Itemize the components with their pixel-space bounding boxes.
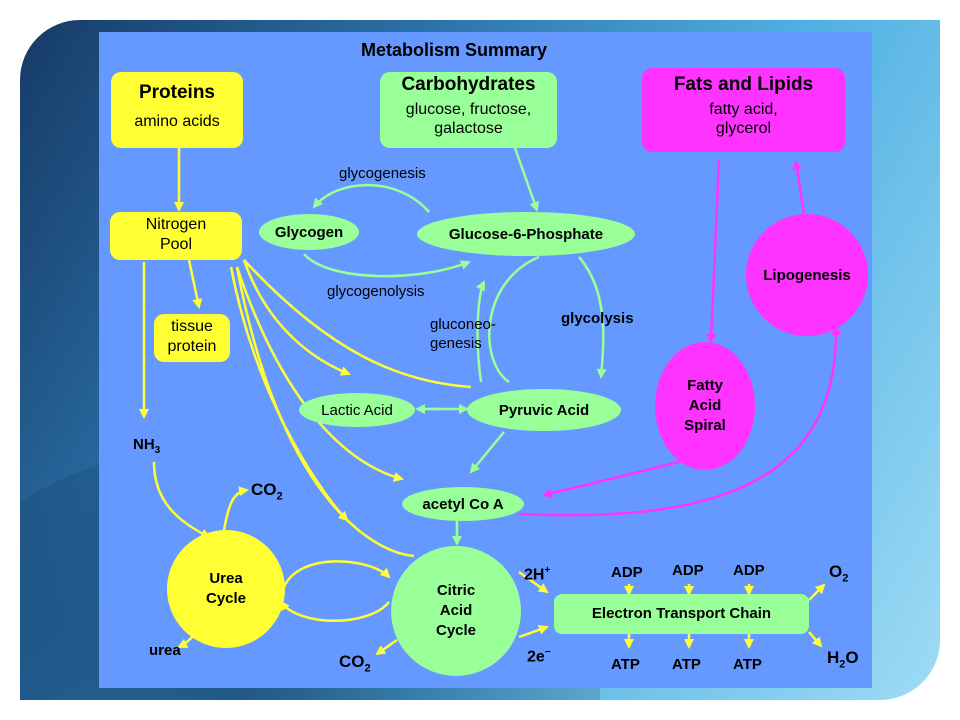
- pyruvic-acid-node: Pyruvic Acid: [467, 389, 621, 431]
- co2-top-label: CO2: [251, 480, 283, 503]
- glycolysis-label: glycolysis: [561, 310, 634, 327]
- fats-title: Fats and Lipids: [673, 74, 814, 95]
- glycogen-node: Glycogen: [259, 214, 359, 250]
- atp-label-3: ATP: [733, 656, 762, 673]
- nh3-label: NH3: [133, 436, 161, 456]
- h-plus-label: 2H+: [524, 565, 551, 584]
- fats-subtitle: fatty acid, glycerol: [709, 101, 778, 137]
- metabolism-diagram: Metabolism Summary Proteins amino acids …: [99, 32, 872, 688]
- adp-label-3: ADP: [733, 562, 765, 579]
- proteins-title: Proteins: [138, 82, 216, 103]
- electron-transport-chain-box: Electron Transport Chain: [554, 594, 809, 634]
- fatty-acid-spiral-node: Fatty Acid Spiral: [655, 342, 755, 470]
- fat-pathways: [518, 159, 842, 517]
- e-minus-label: 2e−: [527, 647, 551, 666]
- protein-pathways: [139, 148, 826, 656]
- h2o-label: H2O: [827, 648, 859, 671]
- connector-arrows: [139, 147, 842, 656]
- proteins-subtitle: amino acids: [134, 113, 220, 130]
- diagram-title: Metabolism Summary: [361, 40, 548, 60]
- lipogenesis-node: Lipogenesis: [746, 214, 868, 336]
- nitrogen-pool-box: Nitrogen Pool: [110, 212, 242, 260]
- glucose-6-phosphate-node: Glucose-6-Phosphate: [417, 212, 635, 256]
- urea-label: urea: [149, 642, 181, 659]
- acetyl-coa-node: acetyl Co A: [402, 487, 524, 521]
- glycogenesis-label: glycogenesis: [339, 165, 426, 182]
- proteins-box: Proteins amino acids: [111, 72, 243, 148]
- atp-label-1: ATP: [611, 656, 640, 673]
- co2-bottom-label: CO2: [339, 652, 371, 675]
- lactic-acid-node: Lactic Acid: [299, 393, 415, 427]
- fats-lipids-box: Fats and Lipids fatty acid, glycerol: [642, 68, 845, 152]
- glycogenolysis-label: glycogenolysis: [327, 283, 425, 300]
- urea-cycle-node: Urea Cycle: [167, 530, 285, 648]
- tissue-protein-box: tissue protein: [154, 314, 230, 362]
- adp-label-2: ADP: [672, 562, 704, 579]
- o2-label: O2: [829, 562, 849, 585]
- carbohydrates-box: Carbohydrates glucose, fructose, galacto…: [380, 72, 557, 148]
- carbohydrate-pathways: [303, 147, 607, 546]
- atp-label-2: ATP: [672, 656, 701, 673]
- carbohydrates-subtitle: glucose, fructose, galactose: [405, 101, 532, 137]
- gluconeogenesis-label: gluconeo- genesis: [430, 316, 496, 352]
- carbohydrates-title: Carbohydrates: [401, 74, 536, 95]
- citric-acid-cycle-node: Citric Acid Cycle: [391, 546, 521, 676]
- adp-label-1: ADP: [611, 564, 643, 581]
